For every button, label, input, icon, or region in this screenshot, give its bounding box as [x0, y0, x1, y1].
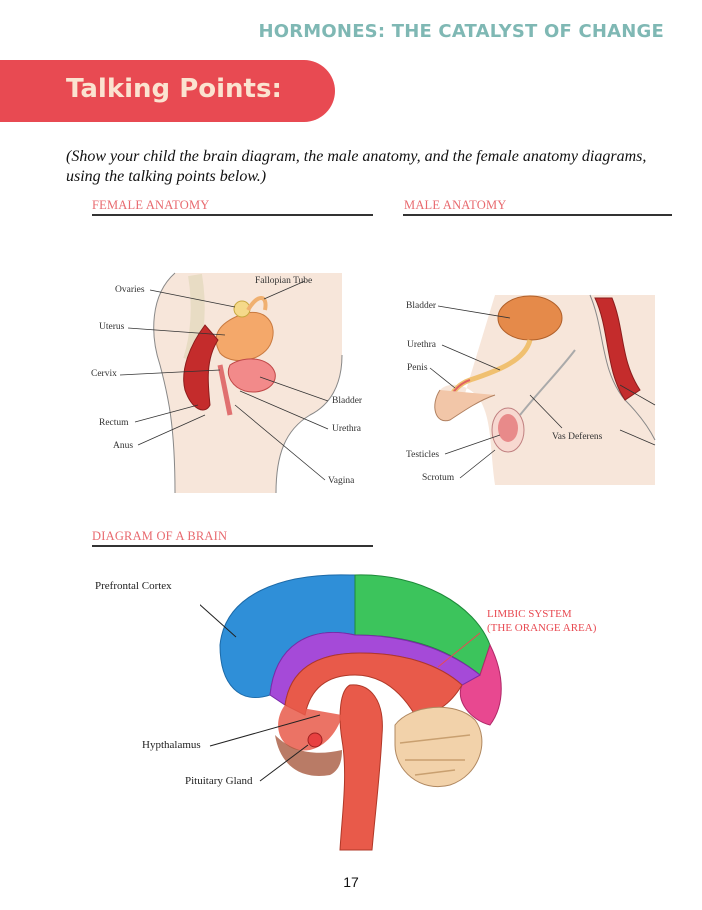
female-anatomy-heading: FEMALE ANATOMY	[92, 198, 210, 212]
male-label-bladder: Bladder	[406, 301, 437, 311]
brain-diagram	[200, 574, 502, 851]
brain-label-limbic-system: LIMBIC SYSTEM (THE ORANGE AREA)	[487, 607, 596, 635]
female-label-cervix: Cervix	[91, 369, 117, 379]
banner-title: Talking Points:	[66, 74, 282, 104]
female-label-ovaries: Ovaries	[115, 285, 145, 295]
brain-diagram-rule	[92, 545, 373, 547]
female-label-urethra: Urethra	[332, 424, 362, 434]
page-header-title: HORMONES: THE CATALYST OF CHANGE	[258, 21, 664, 42]
male-label-penis: Penis	[407, 363, 428, 373]
female-label-vagina: Vagina	[328, 476, 355, 486]
female-label-rectum: Rectum	[99, 418, 129, 428]
male-label-testicles: Testicles	[406, 450, 439, 460]
female-label-anus: Anus	[113, 441, 133, 451]
brain-label-prefrontal-cortex: Prefrontal Cortex	[95, 580, 172, 592]
limbic-line-1: LIMBIC SYSTEM	[487, 608, 572, 620]
limbic-line-2: (THE ORANGE AREA)	[487, 622, 597, 634]
intro-text: (Show your child the brain diagram, the …	[66, 148, 647, 185]
female-label-bladder: Bladder	[332, 396, 363, 406]
female-label-uterus: Uterus	[99, 322, 125, 332]
brain-label-hypothalamus: Hypthalamus	[142, 739, 201, 751]
male-anatomy-heading: MALE ANATOMY	[404, 198, 507, 212]
brain-label-pituitary-gland: Pituitary Gland	[185, 775, 253, 787]
male-anatomy-rule	[403, 214, 672, 216]
talking-points-banner: Talking Points:	[0, 60, 335, 122]
page-number: 17	[343, 874, 359, 890]
female-anatomy-diagram: Ovaries Fallopian Tube Uterus Cervix Bla…	[91, 272, 363, 494]
male-label-vas-deferens: Vas Deferens	[552, 431, 603, 442]
brain-diagram-heading: DIAGRAM OF A BRAIN	[92, 529, 228, 543]
male-anatomy-diagram: Bladder Urethra Penis Testicles Scrotum …	[406, 294, 656, 485]
male-label-scrotum: Scrotum	[422, 473, 455, 483]
female-label-fallopian-tube: Fallopian Tube	[255, 276, 312, 286]
female-anatomy-rule	[92, 214, 373, 216]
male-label-urethra: Urethra	[407, 340, 437, 350]
